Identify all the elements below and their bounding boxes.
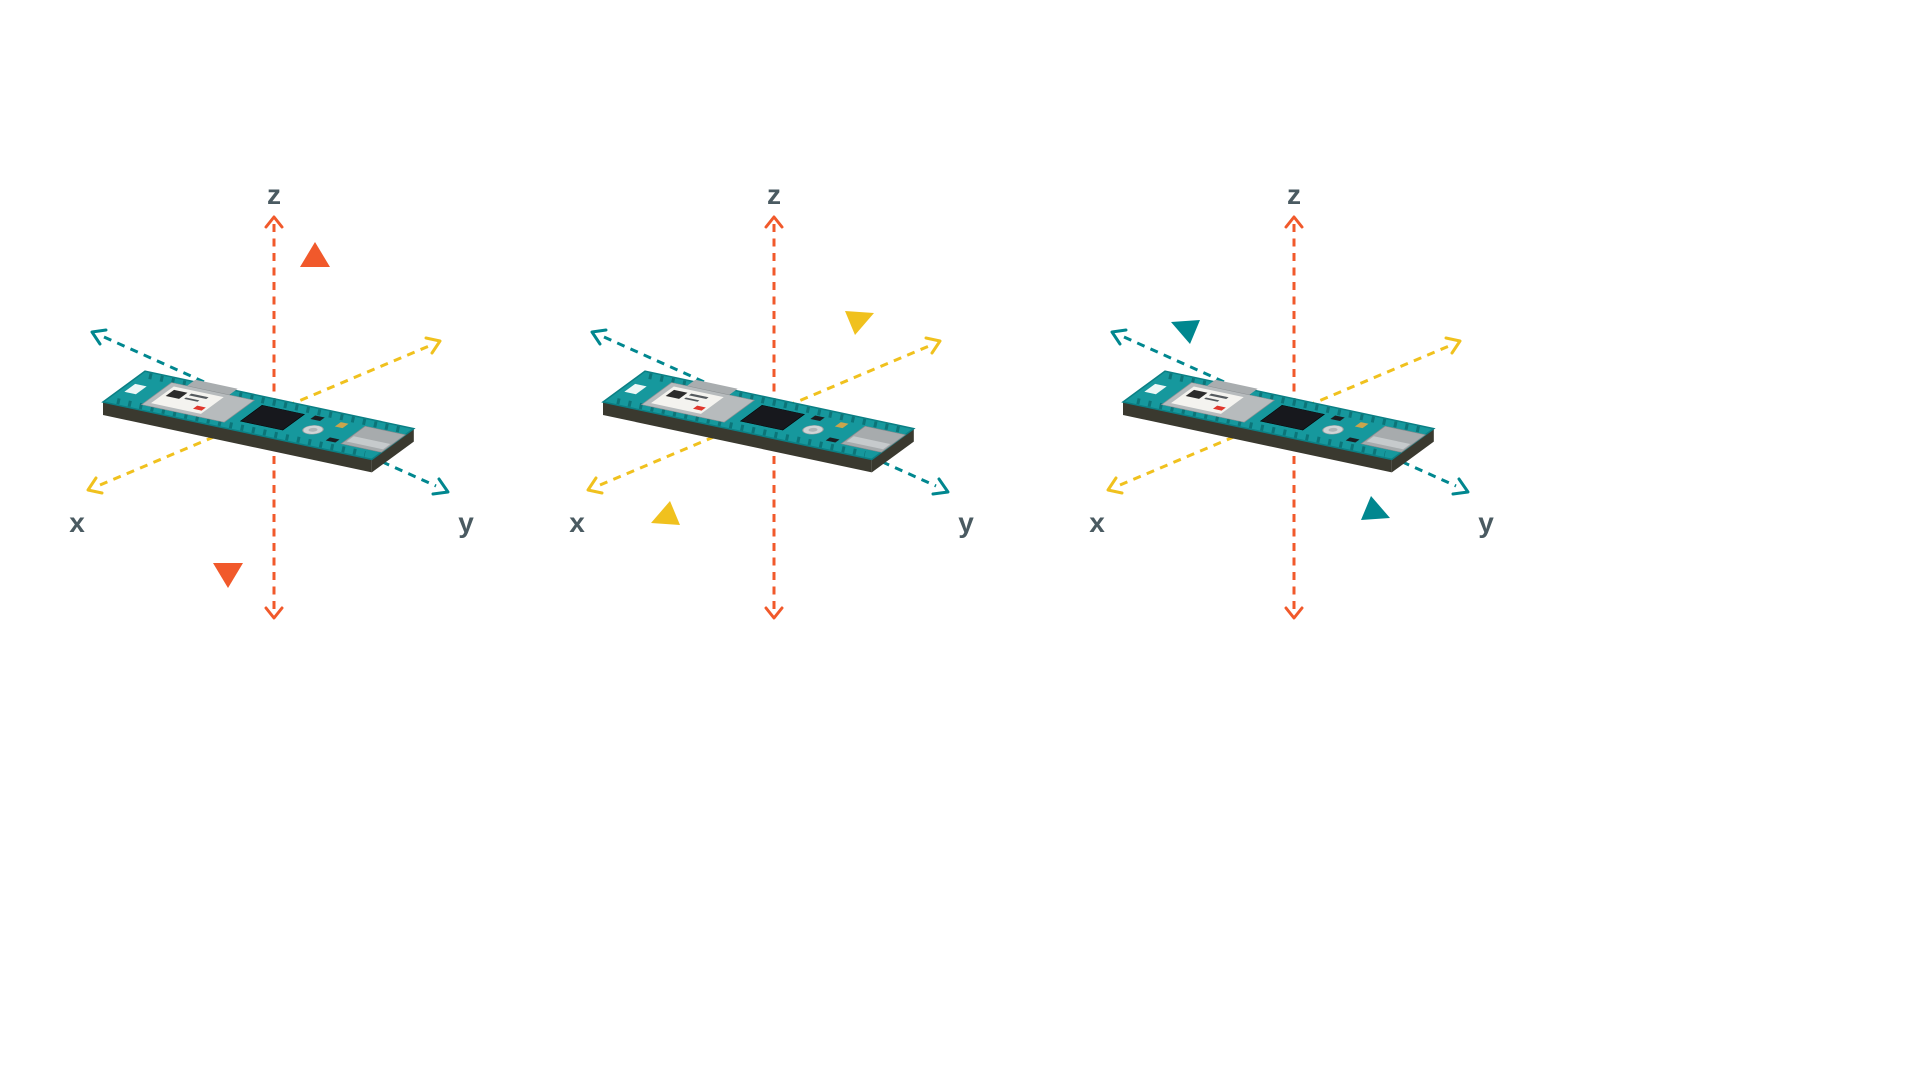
axes-diagram-x: z x y <box>569 179 974 620</box>
y-axis-arrowhead-right-icon <box>931 477 950 496</box>
motion-up-right-arrow-icon <box>845 311 874 335</box>
arduino-board <box>103 371 416 473</box>
y-axis-arrowhead-right-icon <box>1451 477 1470 496</box>
panel-y-axis-motion: z x y <box>1080 170 1540 640</box>
z-axis-arrowhead-top-icon <box>1284 215 1304 229</box>
motion-down-arrow-icon <box>213 563 243 588</box>
axes-diagram-y: z x y <box>1089 179 1494 620</box>
panel-x-axis-motion: z x y <box>560 170 1020 640</box>
z-axis-arrowhead-bottom-icon <box>764 606 784 620</box>
y-axis-arrowhead-left-icon <box>1110 328 1128 346</box>
motion-down-right-arrow-icon <box>1361 496 1390 520</box>
x-axis-arrowhead-right-icon <box>924 336 942 355</box>
z-axis-label: z <box>767 179 781 210</box>
x-axis-label: x <box>569 507 585 538</box>
x-axis-arrowhead-right-icon <box>424 336 442 355</box>
arduino-board <box>1123 371 1436 473</box>
x-axis-arrowhead-right-icon <box>1444 336 1462 355</box>
x-axis-arrowhead-left-icon <box>86 476 104 495</box>
y-axis-arrowhead-left-icon <box>90 328 108 346</box>
z-axis-arrowhead-top-icon <box>764 215 784 229</box>
y-axis-arrowhead-left-icon <box>590 328 608 346</box>
z-axis-arrowhead-bottom-icon <box>1284 606 1304 620</box>
y-axis-label: y <box>458 507 474 538</box>
motion-up-left-arrow-icon <box>1171 320 1200 344</box>
z-axis-label: z <box>1287 179 1301 210</box>
y-axis-label: y <box>958 507 974 538</box>
motion-up-arrow-icon <box>300 242 330 267</box>
panel-z-axis-motion: z x y <box>60 170 520 640</box>
z-axis-arrowhead-top-icon <box>264 215 284 229</box>
arduino-board <box>603 371 916 473</box>
x-axis-label: x <box>1089 507 1105 538</box>
motion-down-left-arrow-icon <box>651 501 680 525</box>
x-axis-arrowhead-left-icon <box>586 476 604 495</box>
z-axis-label: z <box>267 179 281 210</box>
y-axis-arrowhead-right-icon <box>431 477 450 496</box>
y-axis-label: y <box>1478 507 1494 538</box>
x-axis-label: x <box>69 507 85 538</box>
z-axis-arrowhead-bottom-icon <box>264 606 284 620</box>
x-axis-arrowhead-left-icon <box>1106 476 1124 495</box>
axes-diagram-z: z x y <box>69 179 474 620</box>
